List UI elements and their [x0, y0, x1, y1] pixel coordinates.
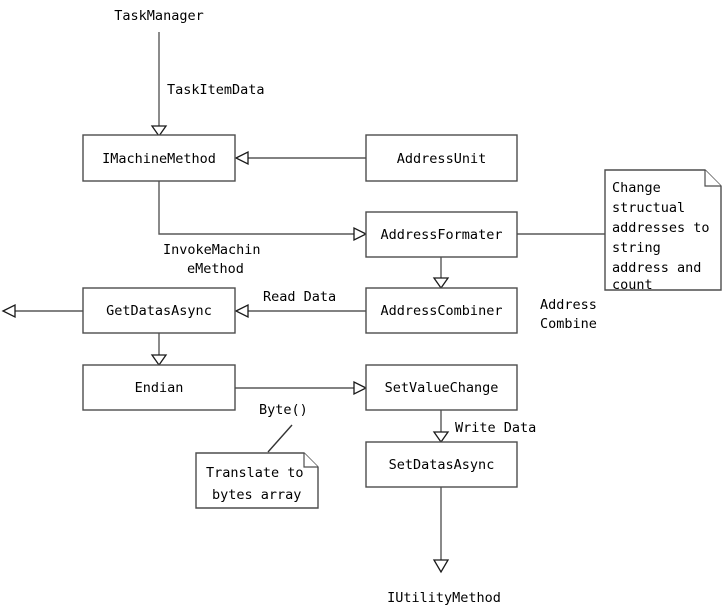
edge-getdatasasync-output-left: [1, 303, 83, 319]
edge-label-invokemachine-2: eMethod: [187, 261, 244, 277]
note-line: addresses to: [612, 220, 710, 236]
edge-setvaluechange-to-setdatasasync: [432, 410, 450, 444]
edge-endian-to-setvaluechange: [235, 380, 368, 396]
note-translate-bytes[interactable]: Translate to bytes array: [195, 452, 319, 509]
note-line: count: [612, 277, 653, 293]
box-setdatasasync[interactable]: SetDatasAsync: [365, 441, 518, 488]
box-label-setdatasasync: SetDatasAsync: [389, 457, 495, 473]
note-line: bytes array: [212, 487, 301, 503]
note-address-change[interactable]: Change structual addresses to string add…: [604, 169, 722, 293]
leader-line-translate-note: [267, 424, 293, 453]
edge-label-addresscombine-2: Combine: [540, 316, 597, 332]
edge-addressformater-to-addresscombiner: [432, 257, 450, 290]
edge-label-readdata: Read Data: [263, 289, 336, 305]
box-label-endian: Endian: [135, 380, 184, 396]
note-line: address and: [612, 260, 701, 276]
edge-getdatasasync-to-endian: [150, 333, 168, 367]
edge-label-taskitemdata: TaskItemData: [167, 82, 265, 98]
box-imachinemethod[interactable]: IMachineMethod: [82, 134, 236, 182]
box-addresscombiner[interactable]: AddressCombiner: [365, 287, 518, 334]
box-setvaluechange[interactable]: SetValueChange: [365, 364, 518, 411]
edge-imachinemethod-to-addressformater: [158, 181, 368, 242]
box-label-addressunit: AddressUnit: [397, 151, 486, 167]
box-label-addresscombiner: AddressCombiner: [381, 303, 503, 319]
box-label-imachinemethod: IMachineMethod: [102, 151, 216, 167]
box-endian[interactable]: Endian: [82, 364, 236, 411]
edge-label-addresscombine-1: Address: [540, 297, 597, 313]
note-line: structual: [612, 200, 685, 216]
edge-addresscombiner-to-getdatasasync: [234, 303, 366, 319]
note-line: Translate to: [206, 465, 304, 481]
edge-addressunit-to-imachinemethod: [234, 150, 366, 166]
box-addressformater[interactable]: AddressFormater: [365, 211, 518, 258]
edge-label-invokemachine-1: InvokeMachin: [163, 242, 261, 258]
box-label-addressformater: AddressFormater: [381, 227, 503, 243]
edge-taskmanager-to-imachinemethod: [150, 32, 168, 138]
box-addressunit[interactable]: AddressUnit: [365, 134, 518, 182]
box-label-setvaluechange: SetValueChange: [385, 380, 499, 396]
box-label-getdatasasync: GetDatasAsync: [106, 303, 212, 319]
edge-label-byte: Byte(): [259, 402, 308, 418]
label-taskmanager: TaskManager: [114, 8, 203, 24]
note-line: Change: [612, 180, 661, 196]
box-getdatasasync[interactable]: GetDatasAsync: [82, 287, 236, 334]
edge-label-writedata: Write Data: [455, 420, 536, 436]
edge-setdatasasync-to-iutilitymethod: [432, 487, 450, 574]
label-iutilitymethod: IUtilityMethod: [387, 590, 501, 606]
note-line: string: [612, 240, 661, 256]
